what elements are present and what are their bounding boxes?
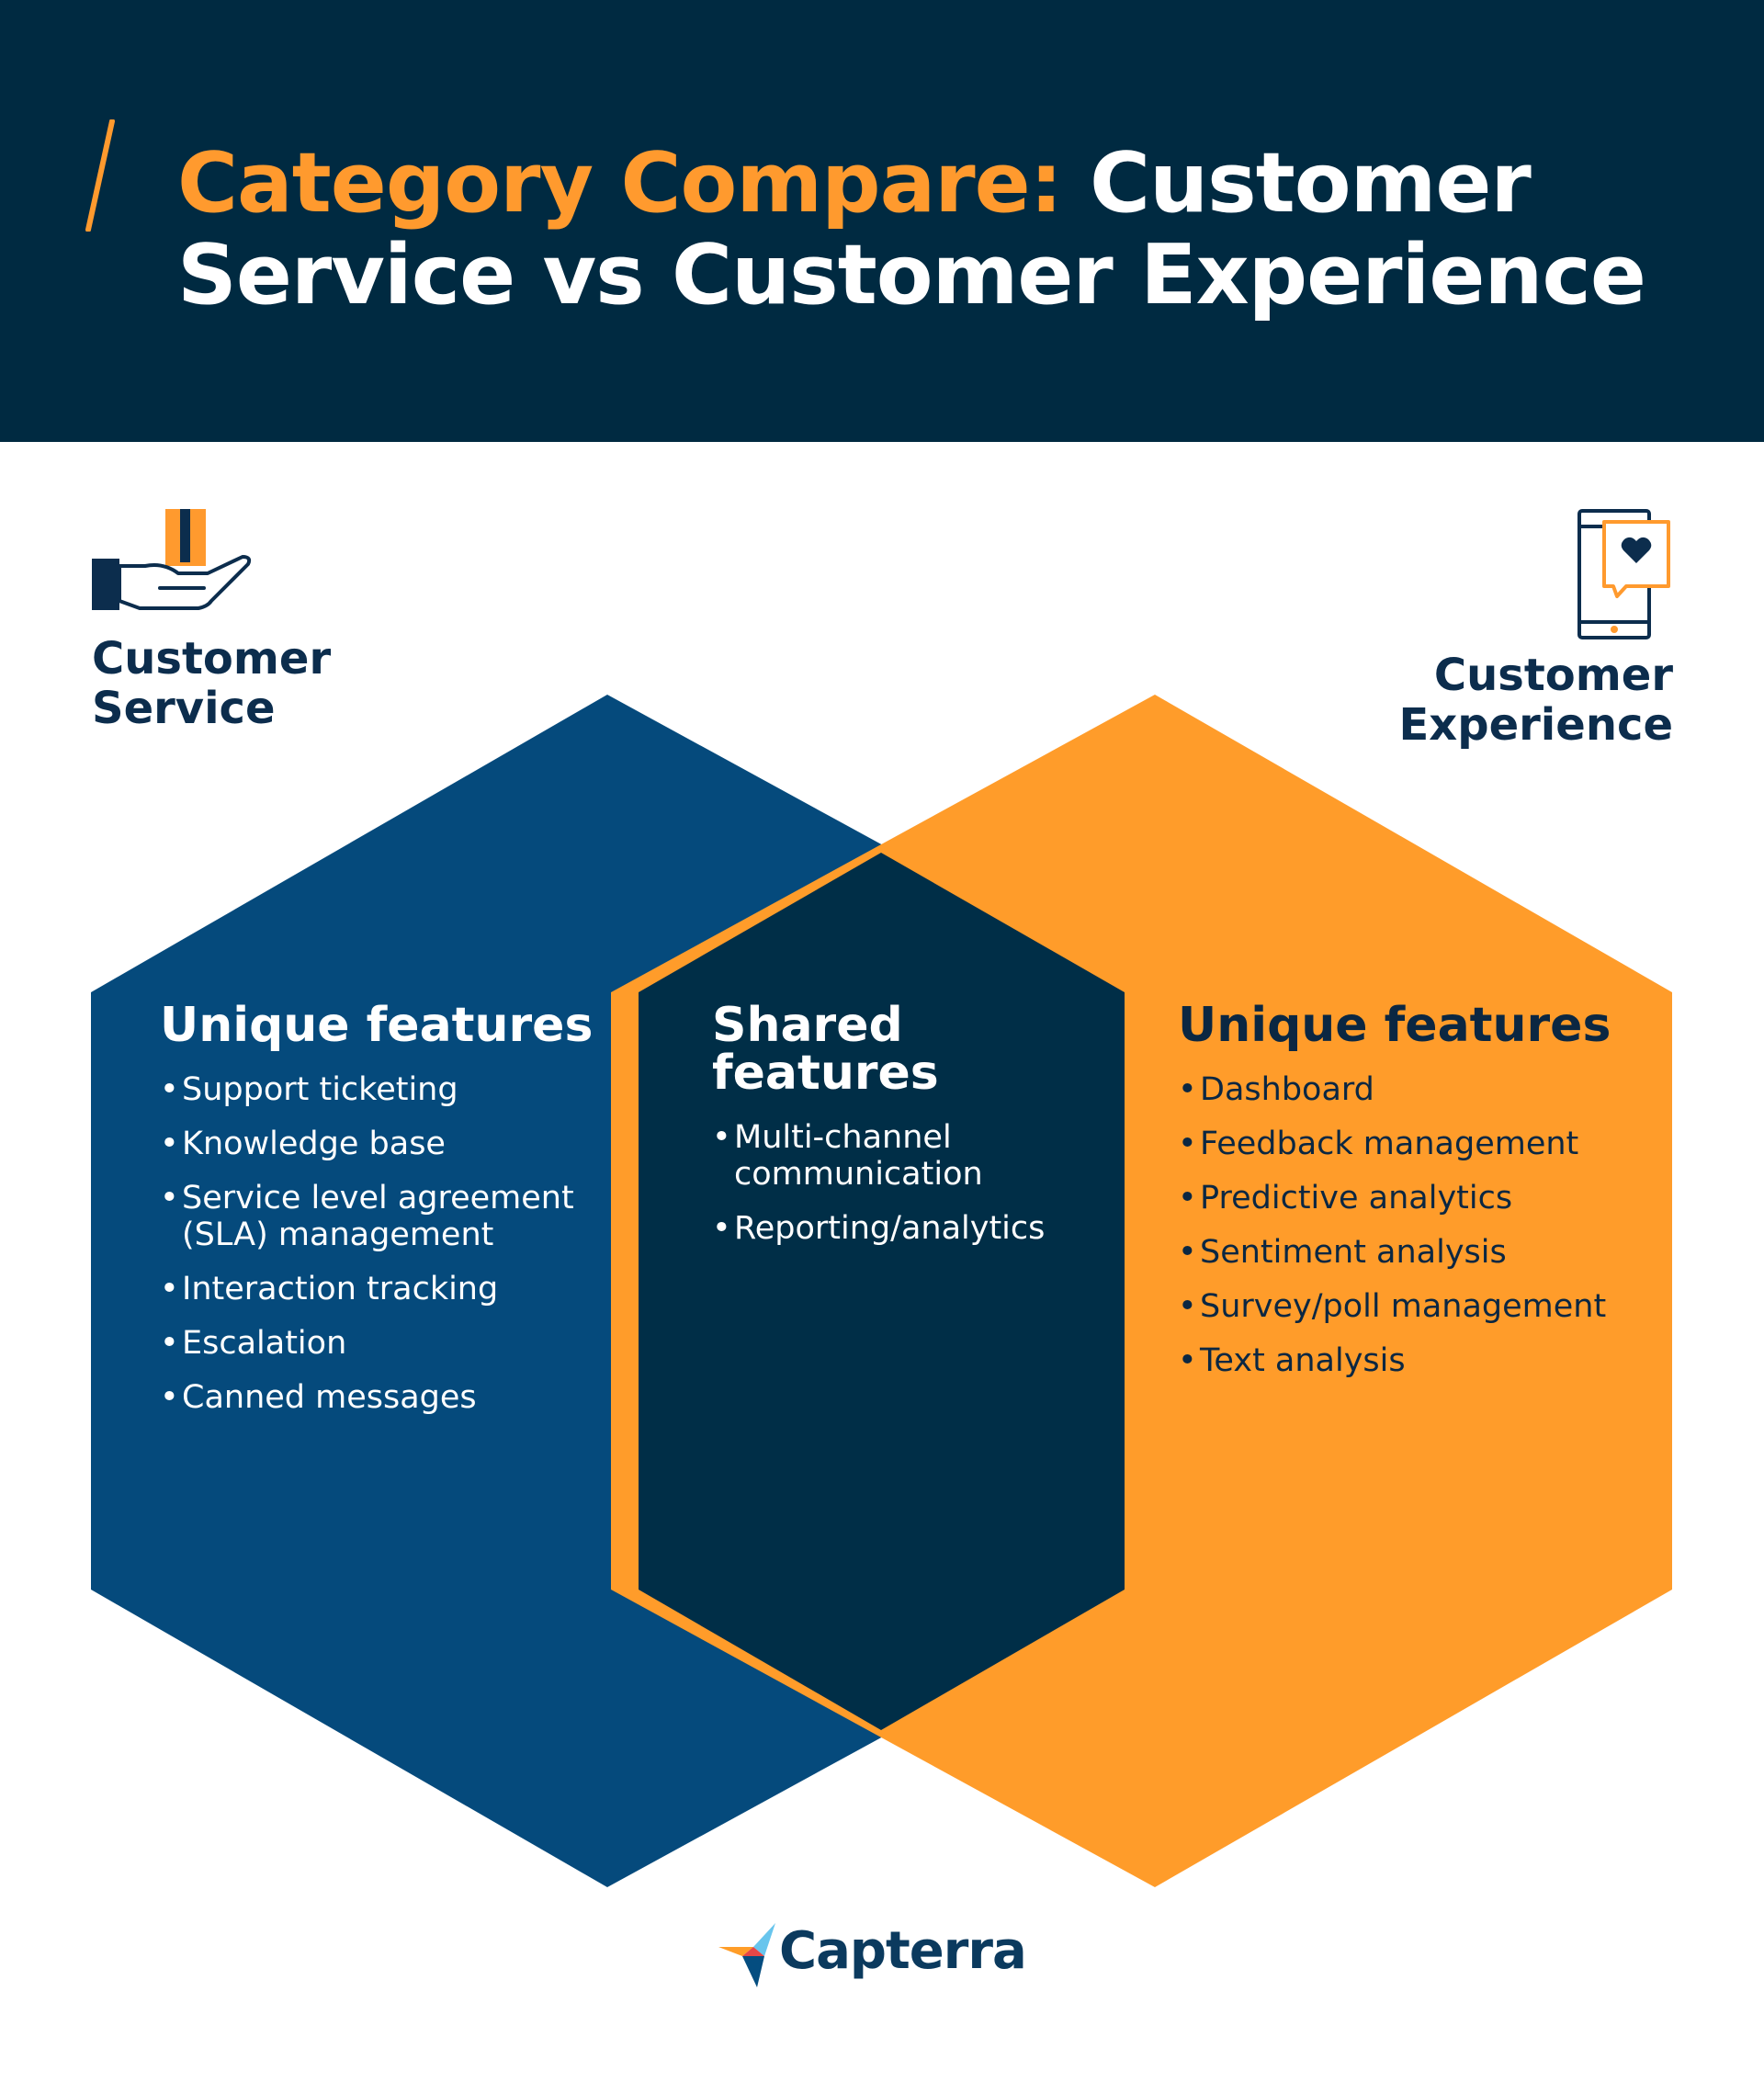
list-item: Text analysis: [1178, 1342, 1692, 1379]
list-item: Reporting/analytics: [712, 1210, 1098, 1247]
list-item: Multi-channel communication: [712, 1119, 1098, 1193]
list-item: Survey/poll management: [1178, 1288, 1692, 1325]
service-features-heading: Unique features: [160, 998, 594, 1053]
service-features-list: Support ticketing Knowledge base Service…: [160, 1071, 619, 1416]
hand-holding-box-icon: [92, 509, 252, 610]
list-item: Canned messages: [160, 1379, 619, 1416]
header-banner: Category Compare: Customer Service vs Cu…: [0, 0, 1764, 442]
list-item: Feedback management: [1178, 1126, 1692, 1162]
list-item: Interaction tracking: [160, 1271, 619, 1307]
customer-service-label: Customer Service: [92, 633, 332, 734]
list-item: Sentiment analysis: [1178, 1234, 1692, 1271]
list-item: Predictive analytics: [1178, 1180, 1692, 1216]
capterra-wordmark: Capterra: [779, 1921, 1027, 1981]
slash-accent-icon: [85, 119, 115, 232]
list-item: Dashboard: [1178, 1071, 1692, 1108]
list-item: Knowledge base: [160, 1126, 619, 1162]
title-accent: Category Compare:: [177, 135, 1063, 232]
list-item: Service level agreement (SLA) management: [160, 1180, 619, 1253]
capterra-arrow-icon: [718, 1923, 775, 1987]
customer-experience-label: Customer Experience: [1398, 650, 1673, 751]
shared-features-column: Shared features Multi-channel communicat…: [712, 1001, 1098, 1264]
shared-overlap-hexagon: [639, 853, 1125, 1730]
service-features-column: Unique features Support ticketing Knowle…: [160, 1001, 619, 1433]
phone-heart-icon: [1577, 509, 1670, 639]
experience-features-heading: Unique features: [1178, 998, 1611, 1053]
experience-features-column: Unique features Dashboard Feedback manag…: [1178, 1001, 1692, 1397]
list-item: Support ticketing: [160, 1071, 619, 1108]
experience-features-list: Dashboard Feedback management Predictive…: [1178, 1071, 1692, 1379]
list-item: Escalation: [160, 1325, 619, 1362]
page-title: Category Compare: Customer Service vs Cu…: [177, 138, 1693, 322]
capterra-logo: Capterra: [717, 1916, 1047, 1989]
shared-features-list: Multi-channel communication Reporting/an…: [712, 1119, 1098, 1247]
shared-features-heading: Shared features: [712, 998, 939, 1101]
title-rest: Customer Service vs Customer Experience: [177, 135, 1646, 323]
